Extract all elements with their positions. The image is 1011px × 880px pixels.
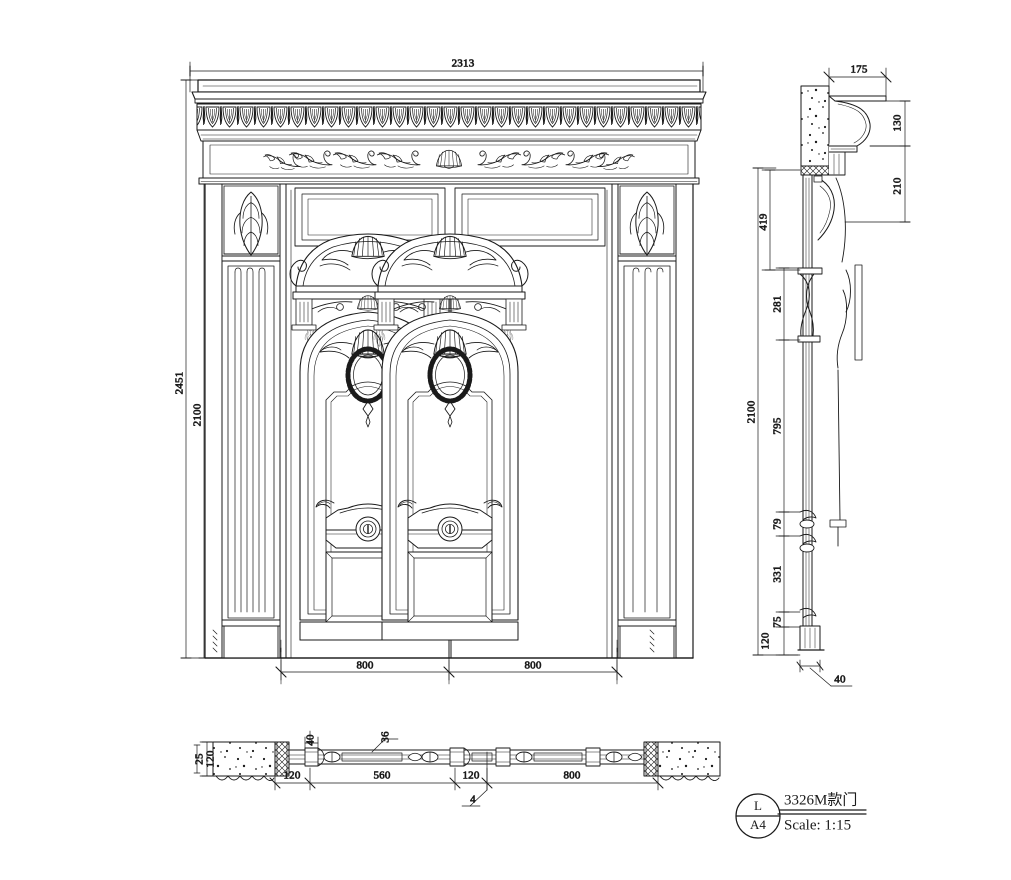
lock-rail-right xyxy=(397,499,503,549)
vertical-section-view xyxy=(797,85,887,651)
acanthus-scroll-ornament xyxy=(263,149,635,171)
dim-label-120-plan-a: 120 xyxy=(283,770,300,782)
plan-section-view xyxy=(212,741,721,781)
dim-upper-run xyxy=(761,169,801,271)
dim-label-560-plan: 560 xyxy=(373,770,390,782)
dim-label-callout-4: 4 xyxy=(470,794,476,806)
dim-plan-chain xyxy=(269,767,664,791)
plan-hinge-stiles xyxy=(304,747,643,767)
dim-label-2451: 2451 xyxy=(174,372,186,395)
dim-label-800-right: 800 xyxy=(524,660,541,672)
drawing-title: 3326M款门 xyxy=(784,791,857,808)
dim-label-800-plan: 800 xyxy=(563,770,580,782)
dim-label-130: 130 xyxy=(892,114,904,131)
dim-section-chain xyxy=(775,267,801,656)
detail-tag-top-label: L xyxy=(754,798,762,813)
dim-label-25-plan: 25 xyxy=(194,753,206,765)
wall-mass-section xyxy=(800,85,830,176)
door-leaf-right[interactable] xyxy=(371,233,529,641)
dim-label-800-left: 800 xyxy=(356,660,373,672)
dim-overall-width xyxy=(189,61,704,93)
dim-label-120-section: 120 xyxy=(760,632,772,649)
dim-opening-height xyxy=(198,183,223,659)
title-block: L A4 3326M款门 Scale: 1:15 xyxy=(735,791,867,839)
dim-label-2100-right: 2100 xyxy=(746,400,758,423)
plan-leaf-band xyxy=(288,747,645,767)
dim-label-36-plan: 36 xyxy=(380,731,392,743)
dim-leaf-thickness xyxy=(796,659,853,687)
laurel-wreath-right xyxy=(427,346,473,428)
dim-label-210: 210 xyxy=(892,177,904,194)
dim-label-120-plan-b: 120 xyxy=(462,770,479,782)
dim-label-2313: 2313 xyxy=(452,58,475,70)
dim-label-79: 79 xyxy=(772,518,784,530)
dim-label-795: 795 xyxy=(772,417,784,434)
dim-rebate-detail xyxy=(371,738,399,753)
door-surround-frame xyxy=(204,183,694,659)
leaf-section-profile xyxy=(797,174,835,651)
dim-head-height xyxy=(844,145,911,223)
dim-label-40-plan: 40 xyxy=(305,734,317,746)
dim-projection-depth xyxy=(823,67,892,97)
dim-leaf-widths xyxy=(275,639,623,685)
dim-wall-depth xyxy=(193,741,216,777)
detail-tag-bottom-label: A4 xyxy=(750,817,766,832)
plan-wall-left xyxy=(212,741,290,781)
frieze-panel xyxy=(198,140,700,185)
dim-label-331: 331 xyxy=(772,565,784,582)
right-pilaster xyxy=(617,183,677,659)
dim-label-40-section: 40 xyxy=(834,674,846,686)
left-pilaster xyxy=(221,183,281,659)
dim-label-2100-left: 2100 xyxy=(192,403,204,426)
cornice-profile-section xyxy=(828,95,887,176)
dim-label-281: 281 xyxy=(772,295,784,312)
front-elevation-view xyxy=(191,79,707,659)
dim-label-120-plan-wall: 120 xyxy=(205,750,217,767)
dim-overall-height xyxy=(180,79,207,659)
dim-label-75: 75 xyxy=(772,616,784,628)
plan-dimensions: 25 120 40 36 120 560 120 800 xyxy=(193,730,664,807)
dim-cornice-height xyxy=(869,100,911,147)
cornice-assembly xyxy=(191,79,707,142)
dim-label-175: 175 xyxy=(850,64,867,76)
lower-panel-right xyxy=(381,551,519,641)
section-dimensions: 175 130 210 419 xyxy=(745,63,911,687)
dim-stop-detail xyxy=(304,730,319,751)
drawing-scale: Scale: 1:15 xyxy=(784,817,851,833)
carved-pediment-right xyxy=(371,233,529,347)
elevation-dimensions: 2313 2451 2100 800 xyxy=(173,57,704,685)
dim-label-419: 419 xyxy=(758,213,770,230)
plan-wall-right xyxy=(643,741,721,781)
callout-4-leader xyxy=(461,751,488,807)
